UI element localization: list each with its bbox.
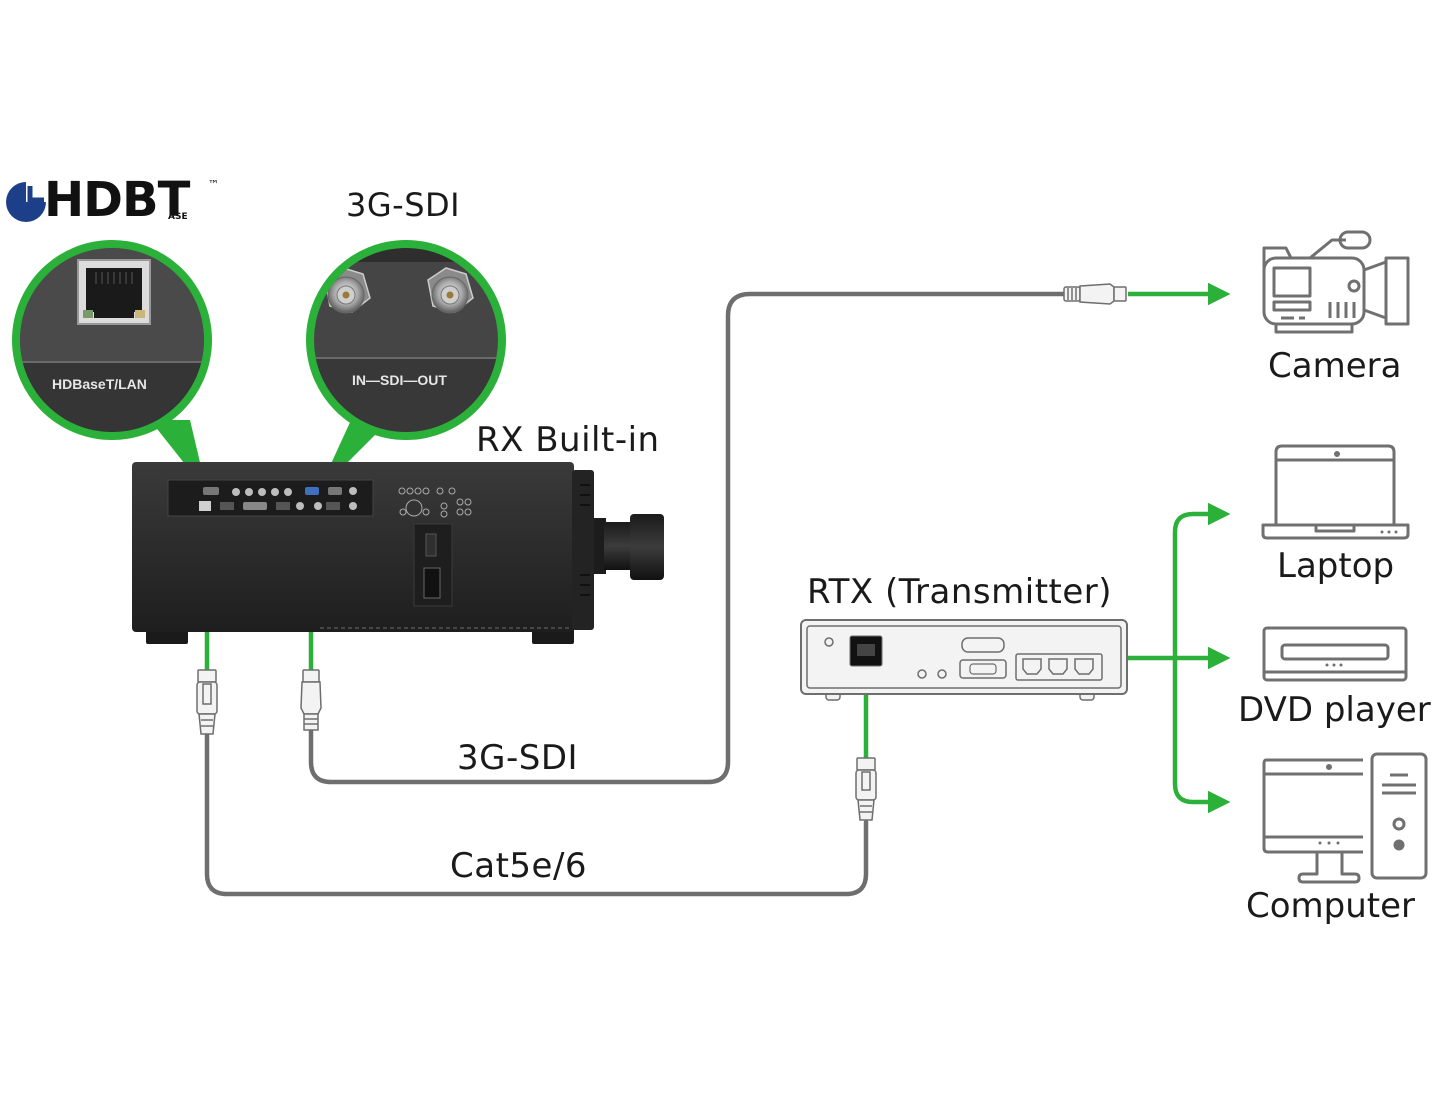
cable-cat5e (204, 732, 869, 897)
cable-3g-sdi (308, 291, 1069, 785)
cable-cat5e-label: Cat5e/6 (450, 846, 588, 886)
bnc-connector-projector (300, 669, 322, 731)
sdi-header-label: 3G-SDI (346, 186, 461, 224)
source-label-laptop: Laptop (1277, 546, 1395, 586)
rtx-transmitter (800, 619, 1128, 701)
bnc-connector-camera (1063, 283, 1127, 305)
callout-hdbaset (12, 240, 212, 492)
dvd-player-icon (1262, 626, 1408, 682)
projector (132, 462, 664, 644)
cable-3g-sdi-label: 3G-SDI (457, 738, 579, 778)
hdbaset-logo-sub: ASE (168, 212, 188, 222)
rj45-connector-projector (196, 669, 218, 735)
callout-hdbaset-label: HDBaseT/LAN (52, 376, 147, 392)
callout-sdi (306, 240, 506, 492)
rj45-connector-rtx (855, 757, 877, 821)
signal-computer (1172, 658, 1231, 814)
source-label-camera: Camera (1268, 346, 1402, 386)
hdbaset-logo: HDBT ASE ™ (44, 176, 219, 224)
rtx-label: RTX (Transmitter) (807, 572, 1113, 612)
computer-icon (1262, 752, 1428, 884)
callout-sdi-label: IN—SDI—OUT (352, 372, 447, 388)
signal-laptop (1172, 502, 1231, 658)
camera-icon (1262, 230, 1410, 334)
source-label-computer: Computer (1246, 886, 1416, 926)
hdbaset-logo-text: HDBT (44, 172, 190, 228)
hdbaset-logo-mark (6, 182, 48, 222)
rx-built-in-label: RX Built-in (476, 420, 660, 460)
hdbaset-logo-tm: ™ (208, 178, 219, 191)
laptop-icon (1261, 444, 1410, 540)
source-label-dvd-player: DVD player (1238, 690, 1431, 730)
